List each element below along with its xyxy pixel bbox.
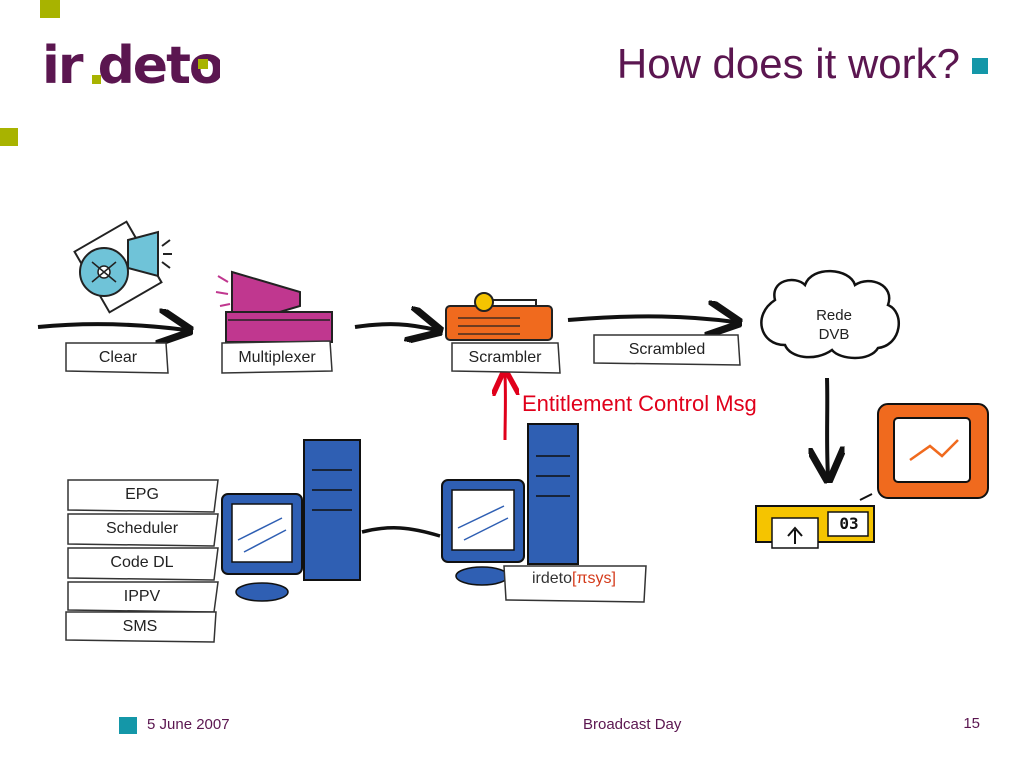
scrambled-label: Scrambled <box>628 341 706 358</box>
clear-label: Clear <box>98 349 138 366</box>
cloud-shape <box>760 269 900 360</box>
pisys-pi: π <box>576 570 588 587</box>
stack-item-epg: EPG <box>125 486 159 503</box>
stack-item-sms: SMS <box>122 618 158 635</box>
film-reel-icon <box>73 220 172 314</box>
footer-date: 5 June 2007 <box>147 716 230 733</box>
scrambler-label: Scrambler <box>468 349 542 366</box>
tv-icon <box>859 403 989 501</box>
multiplexer-label: Multiplexer <box>238 349 316 366</box>
stack-item-ippv: IPPV <box>123 588 161 605</box>
page-title: How does it work? <box>616 40 960 87</box>
footer-event: Broadcast Day <box>583 716 682 733</box>
network-label: Rede DVB <box>800 306 868 344</box>
pisys-bracket-close: ] <box>611 570 616 587</box>
set-top-box-icon <box>755 505 875 549</box>
ecm-label: Entitlement Control Msg <box>522 391 757 416</box>
svg-text:ir deto: ir deto <box>42 36 220 90</box>
multiplexer-icon <box>215 270 333 343</box>
network-label-line2: DVB <box>818 326 850 343</box>
stack-item-scheduler: Scheduler <box>105 520 179 537</box>
footer-square-icon <box>119 717 137 734</box>
scrambler-icon <box>445 292 553 341</box>
title-square-icon <box>972 58 988 74</box>
stb-display: 03 <box>839 514 859 533</box>
stack-item-code-dl: Code DL <box>110 554 174 571</box>
pisys-sys: sys <box>587 570 612 587</box>
pisys-bracket-open: [ <box>572 570 577 587</box>
corner-square-mid <box>0 128 18 146</box>
irdeto-logo: ir deto <box>42 36 220 90</box>
corner-square-top <box>40 0 60 18</box>
server-right-icon <box>441 423 579 586</box>
pisys-brand: irdeto <box>532 570 573 587</box>
server-left-icon <box>221 439 361 602</box>
page-number: 15 <box>963 715 980 732</box>
pisys-logo: irdeto[πsys] <box>532 570 616 588</box>
network-label-line1: Rede <box>816 307 852 324</box>
